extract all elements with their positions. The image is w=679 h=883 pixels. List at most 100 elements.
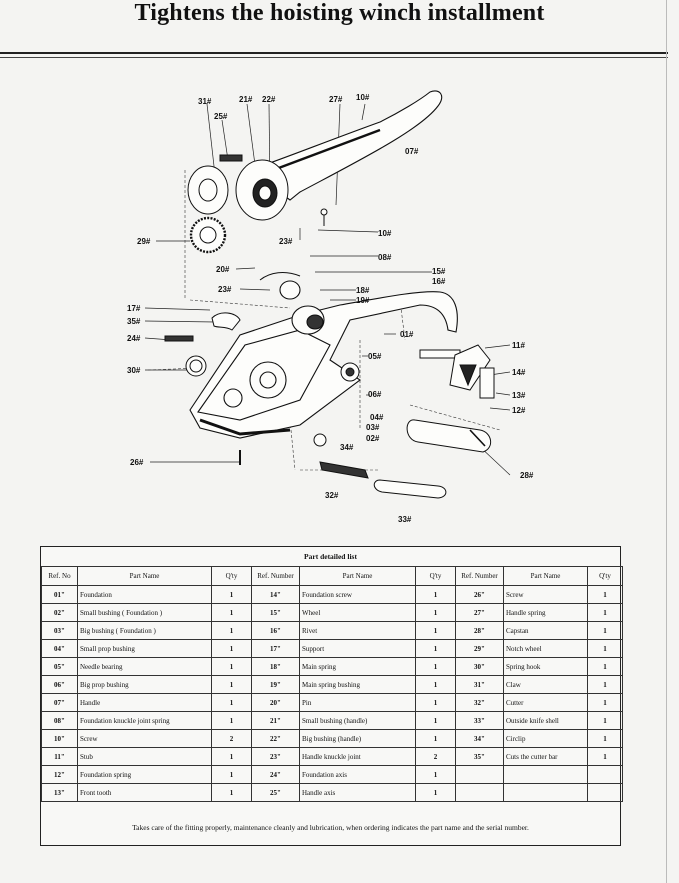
quantity-cell: 1	[211, 693, 252, 712]
part-name-cell: Main spring	[299, 657, 416, 676]
part-name-cell: Small prop bushing	[77, 639, 212, 658]
callout-20: 20#	[216, 265, 230, 274]
part-name-cell: Big bushing ( Foundation )	[77, 621, 212, 640]
callout-34: 34#	[340, 443, 354, 452]
ref-number-cell: 29"	[455, 639, 504, 658]
ordering-note: Takes care of the fitting properly, main…	[132, 823, 529, 832]
part-name-cell: Foundation knuckle joint spring	[77, 711, 212, 730]
ref-number-cell: 27"	[455, 603, 504, 622]
callout-15: 15#	[432, 267, 446, 276]
ref-number-cell: 18"	[251, 657, 300, 676]
part-name-cell: Big bushing (handle)	[299, 729, 416, 748]
quantity-cell: 1	[211, 783, 252, 802]
ref-number-cell	[455, 765, 504, 784]
ref-number-cell: 34"	[455, 729, 504, 748]
ref-number-cell: 28"	[455, 621, 504, 640]
callout-10-mid: 10#	[378, 229, 392, 238]
part-name-cell: Front tooth	[77, 783, 212, 802]
part-name-cell: Main spring bushing	[299, 675, 416, 694]
quantity-cell: 1	[415, 585, 456, 604]
part-name-cell: Small bushing ( Foundation )	[77, 603, 212, 622]
quantity-cell: 1	[211, 639, 252, 658]
part-name-cell: Capstan	[503, 621, 588, 640]
part-name-cell: Spring hook	[503, 657, 588, 676]
quantity-cell: 1	[587, 675, 623, 694]
quantity-cell: 1	[587, 729, 623, 748]
column-header: Q'ty	[587, 566, 623, 586]
title-rule-thin	[0, 57, 668, 58]
ref-number-cell: 11"	[41, 747, 78, 766]
quantity-cell: 1	[587, 639, 623, 658]
callout-22: 22#	[262, 95, 276, 104]
ref-number-cell: 17"	[251, 639, 300, 658]
ref-number-cell: 20"	[251, 693, 300, 712]
callout-01: 01#	[400, 330, 414, 339]
column-header: Q'ty	[211, 566, 252, 586]
callout-33: 33#	[398, 515, 412, 524]
quantity-cell: 1	[587, 585, 623, 604]
quantity-cell	[587, 783, 623, 802]
ref-number-cell: 02"	[41, 603, 78, 622]
ref-number-cell: 32"	[455, 693, 504, 712]
callout-25: 25#	[214, 112, 228, 121]
ref-number-cell: 33"	[455, 711, 504, 730]
ref-number-cell: 23"	[251, 747, 300, 766]
part-name-cell: Wheel	[299, 603, 416, 622]
foundation-part	[189, 271, 458, 439]
part-name-cell: Handle axis	[299, 783, 416, 802]
column-header: Ref. No	[41, 566, 78, 586]
exploded-view-diagram: 31# 21# 22# 27# 10# 25# 07# 10# 29# 23# …	[127, 90, 534, 524]
leader-lines	[144, 103, 511, 476]
callout-04: 04#	[370, 413, 384, 422]
part-name-cell: Handle knuckle joint	[299, 747, 416, 766]
claw-assembly	[187, 154, 328, 254]
part-name-cell: Pin	[299, 693, 416, 712]
quantity-cell: 1	[587, 693, 623, 712]
page-edge-line	[666, 0, 667, 883]
part-name-cell: Big prop bushing	[77, 675, 212, 694]
ref-number-cell: 03"	[41, 621, 78, 640]
callout-23-upper: 23#	[279, 237, 293, 246]
part-name-cell: Foundation spring	[77, 765, 212, 784]
callout-30: 30#	[127, 366, 141, 375]
column-header: Q'ty	[415, 566, 456, 586]
part-name-cell: Foundation screw	[299, 585, 416, 604]
page-title: Tightens the hoisting winch installment	[134, 0, 545, 26]
callout-07: 07#	[405, 147, 419, 156]
quantity-cell: 1	[211, 765, 252, 784]
ref-number-cell: 10"	[41, 729, 78, 748]
quantity-cell: 1	[587, 603, 623, 622]
part-name-cell: Foundation	[77, 585, 212, 604]
part-name-cell: Rivet	[299, 621, 416, 640]
quantity-cell: 1	[211, 675, 252, 694]
quantity-cell: 1	[415, 765, 456, 784]
part-name-cell: Foundation axis	[299, 765, 416, 784]
quantity-cell: 2	[211, 729, 252, 748]
quantity-cell: 1	[587, 657, 623, 676]
ref-number-cell: 12"	[41, 765, 78, 784]
quantity-cell: 1	[415, 639, 456, 658]
quantity-cell: 1	[415, 675, 456, 694]
callout-28: 28#	[520, 471, 534, 480]
ref-number-cell: 08"	[41, 711, 78, 730]
callout-12: 12#	[512, 406, 526, 415]
ref-number-cell: 07"	[41, 693, 78, 712]
callout-13: 13#	[512, 391, 526, 400]
cutter-assembly	[373, 344, 495, 499]
ref-number-cell: 35"	[455, 747, 504, 766]
callout-35: 35#	[127, 317, 141, 326]
quantity-cell: 1	[415, 729, 456, 748]
quantity-cell: 1	[587, 747, 623, 766]
callout-29: 29#	[137, 237, 151, 246]
part-name-cell: Screw	[503, 585, 588, 604]
